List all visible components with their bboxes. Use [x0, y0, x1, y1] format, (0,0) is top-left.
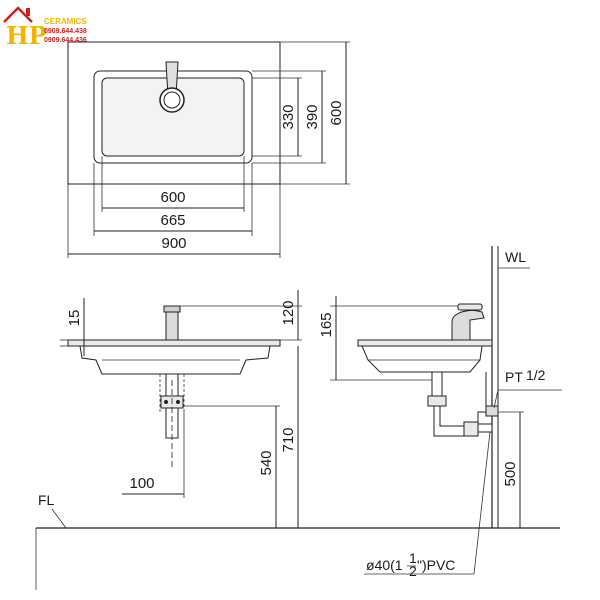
dim-text-600-v: 600: [328, 100, 345, 125]
logo-name-text: CERAMICS: [44, 17, 87, 26]
logo-phone-2: 0909.644.436: [44, 37, 87, 44]
thread-label-size: 1/2: [526, 367, 546, 383]
plan-faucet-icon: [159, 61, 185, 113]
front-drain-icon: [160, 373, 184, 470]
logo-phone-1: 0909.644.438: [44, 28, 87, 35]
side-view: WL 165 5: [318, 246, 562, 579]
wall-label: WL: [505, 249, 526, 265]
plan-countertop: [67, 41, 281, 185]
thread-label-main: PT: [505, 369, 523, 385]
dim-text-710: 710: [280, 427, 297, 452]
supply-valve-icon: [485, 372, 499, 417]
dim-text-500: 500: [502, 461, 519, 486]
floor-leader: [51, 508, 67, 529]
pipe-label-num: 1: [409, 550, 417, 566]
pipe-label-prefix: ø40(1: [366, 557, 403, 573]
thread-label: PT 1/2: [505, 367, 546, 385]
front-view: 15 120 540 710 100 FL: [38, 290, 302, 529]
dim-text-100: 100: [129, 475, 154, 492]
dim-text-540: 540: [258, 450, 275, 475]
dim-text-15: 15: [66, 310, 83, 327]
pipe-label-den: 2: [409, 563, 417, 579]
house-icon: [3, 6, 33, 23]
front-faucet-icon: [163, 305, 181, 341]
dim-text-665: 665: [160, 212, 185, 229]
dim-text-600-h: 600: [160, 189, 185, 206]
pipe-label-suffix: ")PVC: [417, 557, 455, 573]
side-countertop: [357, 339, 493, 347]
side-trap-icon: [427, 371, 493, 437]
logo-brand-text: HP: [6, 21, 47, 50]
pipe-label: ø40(1 1 2 ")PVC: [366, 550, 455, 579]
side-faucet-icon: [451, 303, 485, 341]
dim-text-390: 390: [304, 104, 321, 129]
brand-logo: HP CERAMICS 0909.644.438 0909.644.436: [3, 6, 87, 50]
plan-view: 330 390 600 600 665 900: [67, 41, 350, 258]
dim-text-165: 165: [318, 312, 335, 337]
side-basin: [361, 345, 483, 373]
floor-label: FL: [38, 492, 55, 508]
dim-text-120: 120: [280, 300, 297, 325]
dim-text-330: 330: [280, 104, 297, 129]
front-countertop: [67, 339, 281, 347]
dim-text-900: 900: [161, 235, 186, 252]
